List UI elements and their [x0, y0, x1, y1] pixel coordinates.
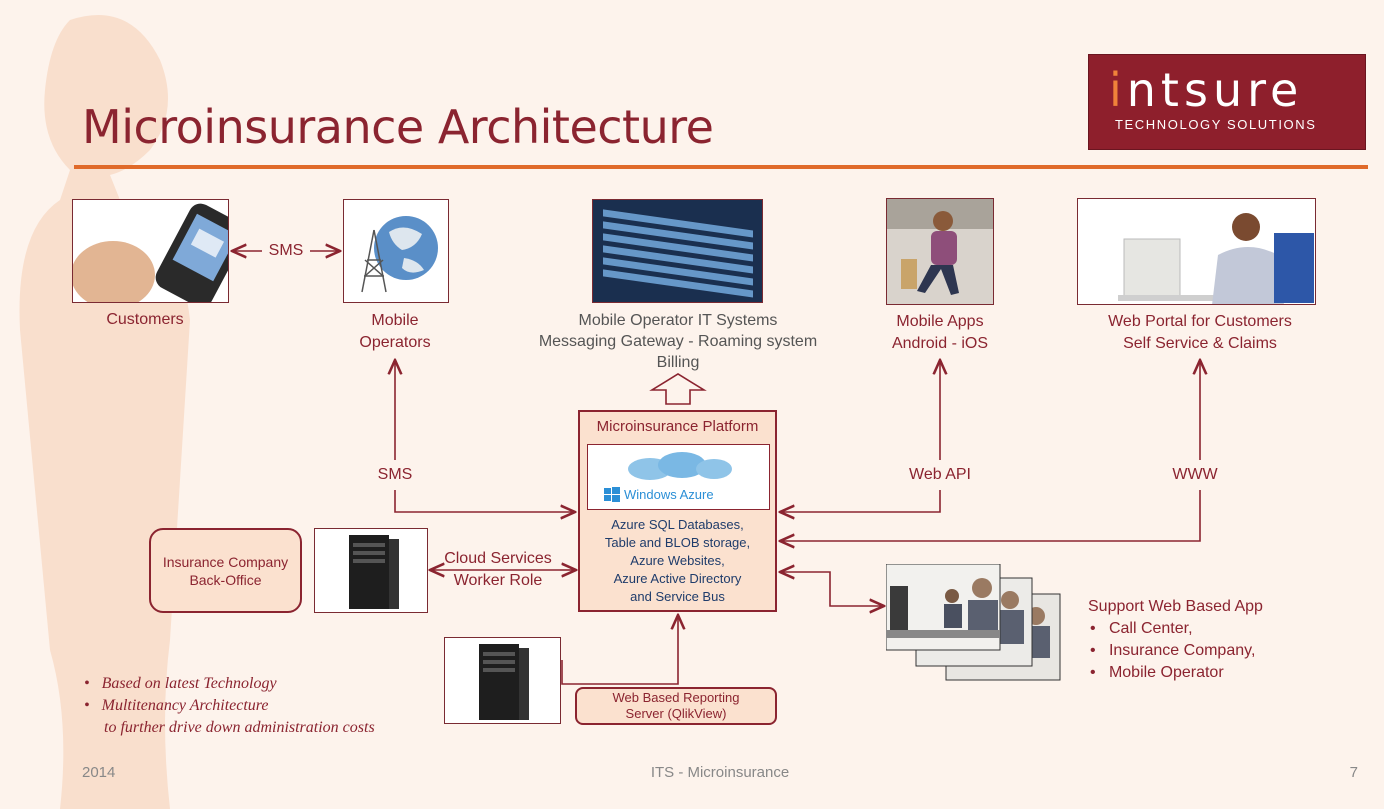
support-section: Support Web Based App • Call Center, • I… [1088, 596, 1348, 684]
www-to-platform [780, 490, 1201, 541]
server-tower-icon [349, 535, 399, 609]
webapi-to-platform [780, 490, 941, 512]
web-portal-image [1077, 198, 1316, 305]
server-tower-icon [479, 644, 529, 720]
platform-up-arrow [649, 373, 707, 405]
tower-globe-icon [361, 216, 438, 293]
www-label: WWW [1165, 464, 1225, 486]
background-silhouette [19, 15, 190, 809]
footer-title: ITS - Microinsurance [650, 764, 790, 781]
sms-to-platform [394, 490, 575, 512]
mobile-apps-image [886, 198, 994, 305]
platform-services: Azure SQL Databases, Table and BLOB stor… [604, 517, 751, 604]
footer-year: 2014 [82, 764, 116, 781]
windows-logo-icon [604, 487, 620, 502]
footer-page-number: 7 [1349, 764, 1358, 781]
phone-icon [73, 200, 228, 302]
customers-image [72, 199, 229, 303]
worker-server-image [314, 528, 428, 613]
mobile-operator-image [343, 199, 449, 303]
person-with-phone-icon [887, 199, 993, 304]
person-with-laptop-icon [1078, 199, 1315, 304]
reporting-arrow [561, 615, 678, 685]
note-item: • Based on latest Technology [84, 675, 277, 692]
sms-label-mid: SMS [368, 464, 422, 486]
server-rack-icon [593, 200, 762, 302]
intsure-logo: intsure TECHNOLOGY SOLUTIONS [1088, 54, 1366, 150]
note-item-continued: to further drive down administration cos… [104, 719, 375, 736]
platform-title: Microinsurance Platform [596, 418, 759, 435]
support-item: • Mobile Operator [1090, 664, 1224, 681]
call-center-photo-front [886, 564, 1001, 651]
page-title: Microinsurance Architecture [82, 100, 714, 154]
customers-label: Customers [106, 311, 184, 328]
reporting-server-image [444, 637, 561, 724]
title-underline [74, 165, 1368, 169]
support-item: • Insurance Company, [1090, 642, 1256, 659]
call-center-images [886, 564, 1061, 681]
cloud-icon [628, 452, 732, 480]
windows-azure-label: Windows Azure [624, 487, 714, 502]
support-heading: Support Web Based App [1088, 598, 1263, 615]
notes-list: • Based on latest Technology • Multitena… [84, 673, 424, 739]
support-arrow [800, 571, 884, 606]
sms-label-top: SMS [268, 242, 304, 259]
support-item: • Call Center, [1090, 620, 1193, 637]
server-rack-image [592, 199, 763, 303]
note-item: • Multitenancy Architecture [84, 697, 269, 714]
azure-panel: Windows Azure [587, 444, 770, 510]
microinsurance-platform: Microinsurance Platform Windows Azure Az… [578, 410, 777, 612]
web-api-label: Web API [900, 464, 980, 486]
